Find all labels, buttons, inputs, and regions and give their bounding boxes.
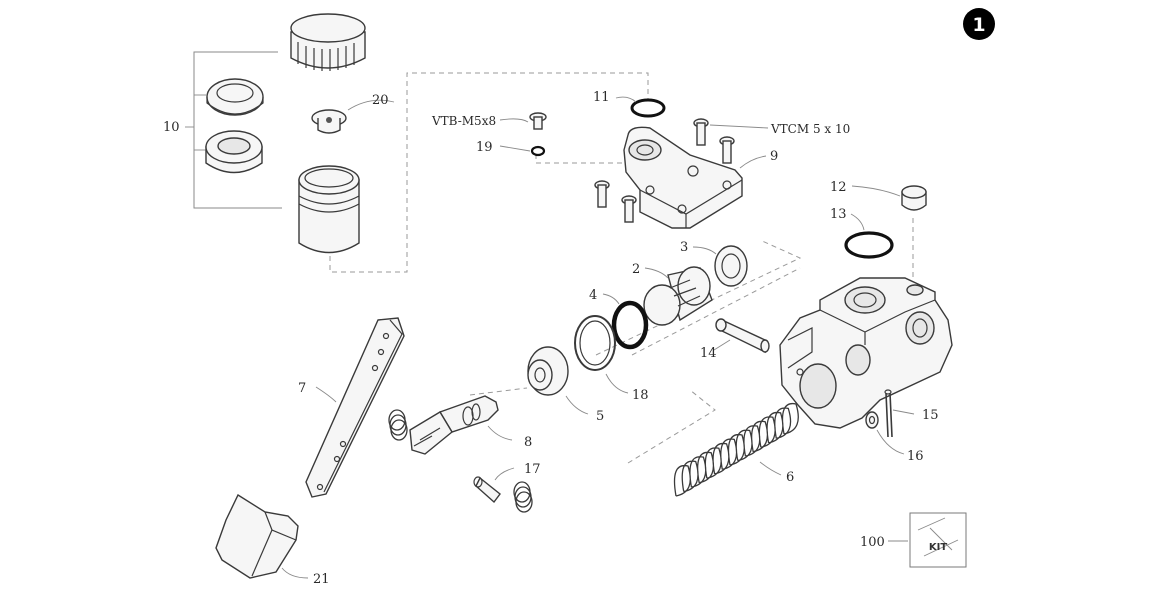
label-vtb-m5x8: VTB-M5x8 [431,114,496,128]
circlip-18 [574,315,616,371]
label-14: 14 [700,346,717,361]
piston-2 [643,266,713,326]
cover-bolts [594,118,735,223]
screw-vtb [529,112,547,130]
o-ring-11 [630,98,666,118]
guide-5 [527,346,569,396]
split-pin-15 [884,389,893,438]
pin-17 [473,476,501,504]
label-5: 5 [596,409,604,424]
lever-arm-7 [305,317,405,498]
master-cylinder-body [779,277,953,429]
group-bracket-10 [185,51,282,209]
reservoir-body [298,165,360,254]
top-cover-9 [623,126,743,229]
label-7: 7 [298,381,306,396]
label-100: 100 [860,535,885,550]
label-4: 4 [589,288,597,303]
label-9: 9 [770,149,778,164]
part-labels: 20 10 11 VTB-M5x8 19 VTCM 5 x 10 9 12 13… [163,90,939,587]
spring-clip-right [513,481,533,513]
diaphragm [206,78,264,116]
o-ring-19 [530,145,546,157]
reservoir-cap [290,13,366,71]
label-17: 17 [524,462,541,477]
spring-6 [673,402,799,497]
label-21: 21 [313,572,330,587]
bolt-20 [311,109,347,134]
label-13: 13 [830,207,847,222]
label-vtcm-5x10: VTCM 5 x 10 [770,122,850,136]
label-10: 10 [163,120,180,135]
label-6: 6 [786,470,794,485]
label-19: 19 [476,140,493,155]
label-11: 11 [593,90,610,105]
pedal-pad-21 [215,493,299,579]
bleed-cap-12 [901,185,927,211]
label-20: 20 [372,93,389,108]
spring-clip-left [388,409,408,441]
reservoir-seal [205,130,263,174]
label-18: 18 [632,388,649,403]
label-8: 8 [524,435,532,450]
label-12: 12 [830,180,847,195]
seal-3 [714,245,748,287]
leader-lines [281,96,915,579]
o-ring-4 [611,300,649,350]
kit-text: KIT [929,542,947,553]
page-number-text: 1 [972,14,985,36]
pin-14 [715,318,770,354]
label-3: 3 [680,240,688,255]
kit-box-100: KIT [909,512,967,568]
label-16: 16 [907,449,924,464]
push-rod-8 [409,395,499,455]
o-ring-13 [844,231,894,259]
label-15: 15 [922,408,939,423]
label-2: 2 [632,262,640,277]
page-number-badge: 1 [963,8,995,40]
washer-16 [865,411,879,429]
